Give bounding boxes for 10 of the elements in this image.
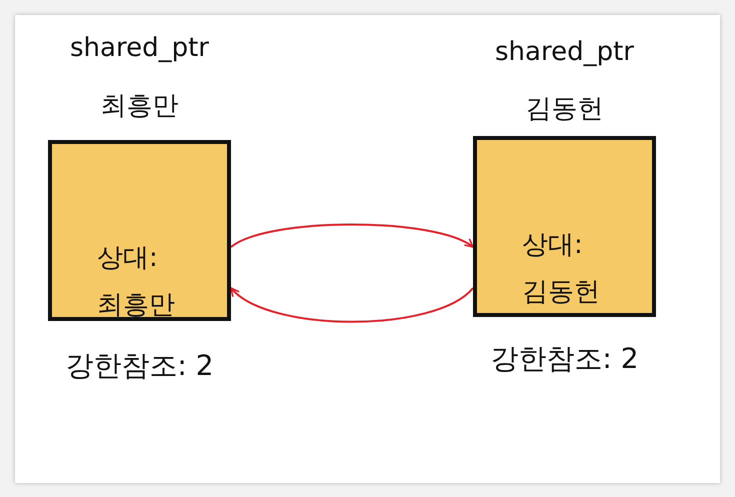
reference-text: 상대: 김동헌 [522,229,601,309]
name-label: 최흥만 [100,90,180,123]
type-label: shared_ptr [494,37,635,67]
ref-count-label: 강한참조: 2 [489,341,640,377]
name-label: 김동헌 [524,93,604,126]
arrow [230,224,474,248]
reference-text: 상대: 최흥만 [97,242,176,322]
ref-count-label: 강한참조: 2 [64,348,215,384]
type-label: shared_ptr [69,33,210,63]
arrow [230,287,474,323]
